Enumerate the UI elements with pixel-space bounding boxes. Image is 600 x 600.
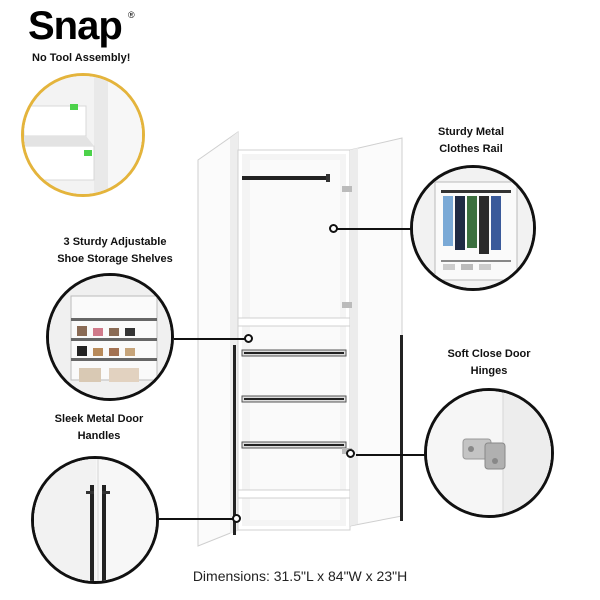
- brand-name: Snap: [28, 4, 123, 48]
- label-clothes-rail-line-2: Clothes Rail: [439, 143, 503, 155]
- label-shoe-shelves: 3 Sturdy Adjustable Shoe Storage Shelves: [40, 234, 190, 268]
- label-hinges: Soft Close Door Hinges: [424, 346, 554, 380]
- label-handles-line-1: Sleek Metal Door: [54, 413, 144, 425]
- label-handles-line-2: Handles: [77, 430, 121, 442]
- connector-rail-dot: [329, 224, 338, 233]
- connector-shelves: [174, 338, 252, 340]
- handle-detail-circle: [31, 456, 159, 584]
- hinge-detail-circle: [424, 388, 554, 518]
- assembly-detail-image: [24, 76, 142, 194]
- assembly-detail-circle: [21, 73, 145, 197]
- shelves-detail-image: [49, 276, 171, 398]
- label-hinges-line-2: Hinges: [470, 365, 508, 377]
- connector-hinges: [356, 454, 426, 456]
- wardrobe-image: [197, 131, 403, 547]
- connector-handles: [159, 518, 233, 520]
- label-shoe-shelves-line-1: 3 Sturdy Adjustable: [63, 236, 167, 248]
- label-clothes-rail-line-1: Sturdy Metal: [437, 126, 504, 138]
- clothes-rail-detail-circle: [410, 165, 536, 291]
- label-clothes-rail: Sturdy Metal Clothes Rail: [406, 124, 536, 158]
- label-hinges-line-1: Soft Close Door: [447, 348, 531, 360]
- connector-handles-dot: [232, 514, 241, 523]
- label-handles: Sleek Metal Door Handles: [34, 411, 164, 445]
- shelves-detail-circle: [46, 273, 174, 401]
- connector-hinges-dot: [346, 449, 355, 458]
- connector-shelves-dot: [244, 334, 253, 343]
- label-shoe-shelves-line-2: Shoe Storage Shelves: [57, 253, 173, 265]
- brand-tagline: No Tool Assembly!: [32, 52, 131, 64]
- handle-detail-image: [34, 459, 156, 581]
- hinge-detail-image: [427, 391, 551, 515]
- dimensions-text: Dimensions: 31.5"L x 84"W x 23"H: [192, 568, 408, 584]
- connector-rail: [336, 228, 412, 230]
- brand-registered-mark: ®: [128, 10, 135, 20]
- brand-logo: Snap ®: [28, 4, 135, 48]
- clothes-rail-detail-image: [413, 168, 533, 288]
